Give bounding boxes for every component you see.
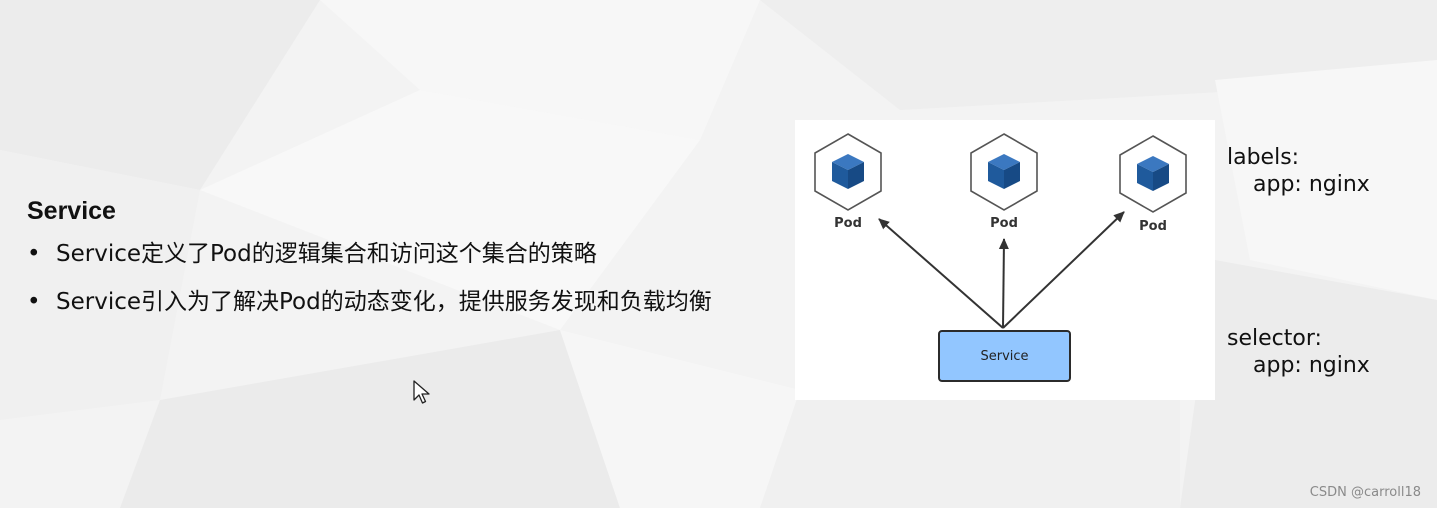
selector-value: app: nginx (1253, 353, 1370, 378)
bullet-item: • Service定义了Pod的逻辑集合和访问这个集合的策略 (27, 242, 712, 290)
bullet-list: • Service定义了Pod的逻辑集合和访问这个集合的策略 • Service引入… (27, 242, 712, 338)
service-pod-diagram: Pod Pod Pod Service (814, 133, 1187, 382)
arrow-to-pod-1 (878, 218, 1004, 329)
pod-node: Pod (1119, 135, 1187, 234)
watermark: CSDN @carroll18 (1309, 485, 1421, 500)
cube-icon (1137, 156, 1169, 191)
mouse-cursor-icon (413, 380, 430, 404)
service-label: Service (980, 349, 1028, 364)
cube-icon (832, 154, 864, 189)
pod-label: Pod (990, 216, 1018, 231)
arrow-to-pod-2 (998, 238, 1009, 329)
service-node: Service (938, 330, 1071, 382)
bullet-symbol: • (27, 289, 41, 315)
bullet-symbol: • (27, 241, 41, 267)
selector-heading: selector: (1227, 326, 1322, 351)
labels-heading: labels: (1227, 145, 1300, 170)
pod-label: Pod (1139, 219, 1167, 234)
bullet-text: Service引入为了解决Pod的动态变化，提供服务发现和负载均衡 (56, 289, 712, 315)
labels-value: app: nginx (1253, 172, 1370, 197)
pod-node: Pod (970, 133, 1038, 231)
pod-node: Pod (814, 133, 882, 231)
slide-title: Service (27, 197, 116, 225)
service-box (938, 330, 1071, 382)
cube-icon (988, 154, 1020, 189)
bullet-item: • Service引入为了解决Pod的动态变化，提供服务发现和负载均衡 (27, 290, 712, 338)
arrow-to-pod-3 (1002, 211, 1125, 329)
bullet-text: Service定义了Pod的逻辑集合和访问这个集合的策略 (56, 241, 597, 267)
pod-label: Pod (834, 216, 862, 231)
